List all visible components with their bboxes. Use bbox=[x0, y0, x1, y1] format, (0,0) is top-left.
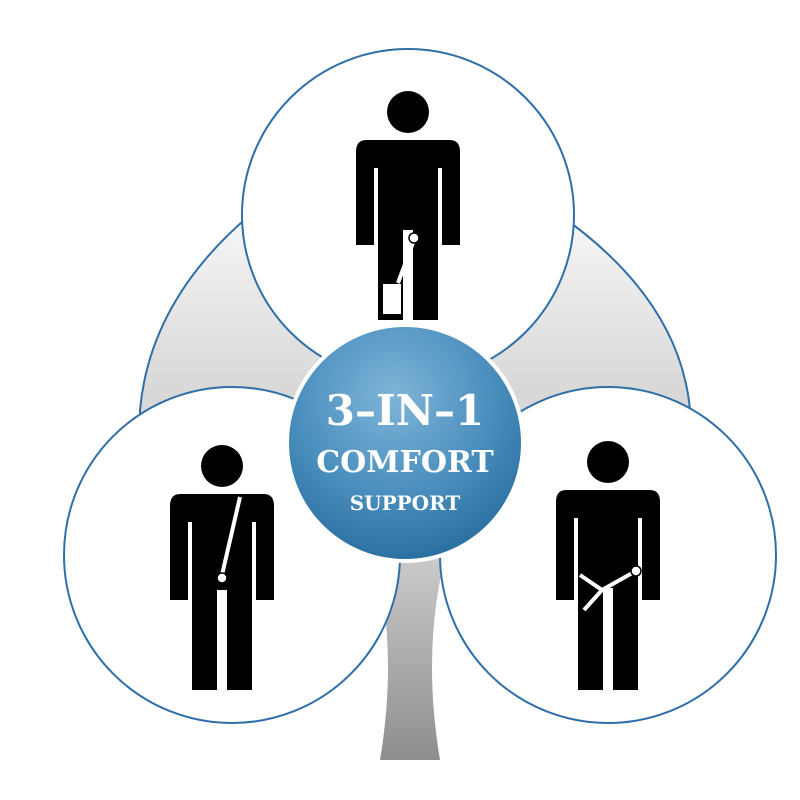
person-strap-shoulder-icon bbox=[170, 445, 274, 690]
center-line-3: SUPPORT bbox=[350, 491, 461, 515]
center-badge bbox=[285, 323, 525, 563]
person-strap-leg-icon bbox=[356, 91, 460, 320]
center-line-1: 3–IN–1 bbox=[326, 386, 484, 435]
person-strap-waist-icon bbox=[556, 441, 660, 690]
center-line-2: COMFORT bbox=[316, 445, 494, 480]
